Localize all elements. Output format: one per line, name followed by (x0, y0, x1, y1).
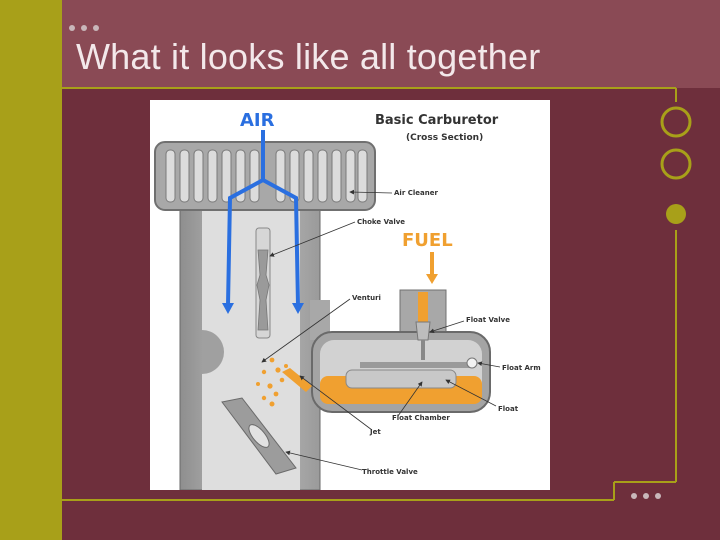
callout-jet: Jet (369, 428, 381, 436)
header-band (62, 0, 720, 88)
callout-lines (261, 189, 501, 471)
fuel-label: FUEL (402, 230, 453, 251)
diagram-heading: Basic Carburetor (375, 113, 499, 128)
callout-float-chamber: Float Chamber (392, 414, 450, 422)
carburetor-body (179, 204, 330, 490)
carburetor-diagram: AIR FUEL Basic Carburetor (Cross Section… (150, 100, 550, 490)
air-label: AIR (240, 110, 275, 131)
decorative-dots-top (69, 25, 99, 31)
float (345, 369, 457, 389)
callout-air-cleaner: Air Cleaner (394, 189, 438, 197)
callout-throttle-valve: Throttle Valve (362, 468, 418, 476)
choke-valve (255, 227, 271, 339)
callout-venturi: Venturi (352, 294, 381, 302)
callout-choke-valve: Choke Valve (357, 218, 405, 226)
callout-float: Float (498, 405, 519, 413)
callout-float-arm: Float Arm (502, 364, 541, 372)
diagram-subheading: (Cross Section) (406, 133, 483, 143)
left-accent-bar (0, 0, 62, 540)
float-chamber (282, 289, 491, 413)
float-arm (360, 357, 478, 369)
slide-title: What it looks like all together (76, 36, 541, 77)
float-valve (415, 321, 431, 360)
fuel-flow-arrow (426, 252, 438, 284)
air-flow-arrows (226, 130, 300, 306)
jet-spray (256, 357, 288, 407)
decorative-dots-bottom (631, 493, 661, 499)
callout-float-valve: Float Valve (466, 316, 510, 324)
ring-ornaments (660, 106, 692, 224)
throttle-valve (221, 397, 297, 475)
